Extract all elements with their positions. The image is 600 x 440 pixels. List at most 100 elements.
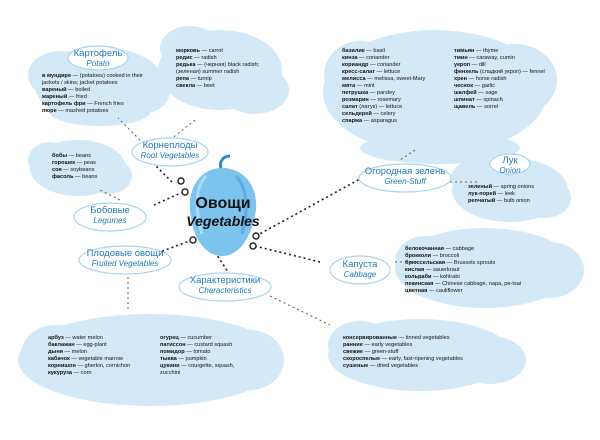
term: арбуз	[48, 335, 64, 341]
translation: — spring onions	[492, 184, 534, 190]
term: спаржа	[342, 118, 363, 124]
branch-potato-title: Картофель Potato	[70, 49, 126, 69]
list-item: редька — (черная) black radish;	[176, 62, 259, 69]
translation: — broccoli	[431, 253, 460, 259]
translation: jackets / skins; jacket potatoes	[42, 80, 118, 86]
cloud-fruited-list	[18, 314, 284, 406]
list-item: картофель фри — French fries	[42, 101, 143, 108]
label-cloud-potato	[67, 45, 129, 71]
term: помидор	[160, 349, 185, 355]
term: кукуруза	[48, 370, 72, 376]
translation: — gherkin, cornichon	[75, 363, 131, 369]
arrow-to-characteristics	[214, 251, 229, 273]
list-item: пекинская — Chinese cabbage, napa, pe-ts…	[405, 281, 521, 288]
list-item: цукини — courgette, squash,	[160, 363, 234, 370]
branch-potato-en: Potato	[86, 59, 110, 68]
branch-legumes-ru: Бобовые	[90, 205, 130, 216]
branch-fruited-title: Плодовые овощи Fruited Vegetables	[79, 249, 171, 269]
term: свежие	[343, 349, 364, 355]
hub-title-en: Vegetables	[186, 213, 260, 229]
translation: — (potatoes) cooked in their	[71, 73, 143, 79]
translation: — coriander	[368, 62, 401, 68]
translation: — rosemary	[368, 97, 401, 103]
term: салат	[342, 104, 358, 110]
term: репа	[176, 76, 190, 82]
list-item: шпинат — spinach	[454, 97, 545, 104]
term: горошек	[52, 160, 76, 166]
list-item: вареный — boiled	[42, 87, 143, 94]
list-item: жареный — fried	[42, 94, 143, 101]
translation: — courgette, squash,	[179, 363, 235, 369]
branch-greenstuff-en: Green-Stuff	[384, 177, 426, 186]
list-item: сельдерей — celery	[342, 111, 425, 118]
term: корнишон	[48, 363, 76, 369]
translation: (зеленая) summer radish	[176, 69, 240, 75]
cloud-root-list	[158, 26, 289, 114]
term: скороспелые	[343, 356, 381, 362]
translation: — spinach	[474, 97, 503, 103]
translation: — early vegetables	[362, 342, 413, 348]
term: фасоль	[52, 174, 74, 180]
hub-title-ru: Овощи	[195, 195, 251, 212]
term: редис	[176, 55, 193, 61]
term: картофель фри	[42, 101, 86, 107]
term: шпинат	[454, 97, 475, 103]
term: цветная	[405, 288, 428, 294]
translation: — sorrel	[475, 104, 499, 110]
list-item: репа — turnip	[176, 76, 259, 83]
term: розмарин	[342, 97, 369, 103]
translation: — carrot	[199, 48, 223, 54]
term: огурец	[160, 335, 179, 341]
cloud-onion-list	[451, 158, 571, 222]
branch-fruited-ru: Плодовые овощи	[86, 248, 164, 259]
label-cloud-legumes	[73, 202, 147, 232]
term: базилик	[342, 48, 365, 54]
list-item: кинза — coriander	[342, 55, 425, 62]
list-item: кресс-салат — lettuce	[342, 69, 425, 76]
term: свекла	[176, 83, 196, 89]
translation: — asparagus	[362, 118, 397, 124]
term: брокколи	[405, 253, 432, 259]
term: петрушка	[342, 90, 369, 96]
term: кислая	[405, 267, 425, 273]
term: белокочанная	[405, 246, 444, 252]
branch-cabbage-en: Cabbage	[343, 270, 377, 279]
term: мелисса	[342, 76, 366, 82]
translation: — caraway, cumin	[467, 55, 515, 61]
cloud-greenstuff-list	[323, 30, 557, 164]
branch-characteristics-title: Характеристики Characteristics	[179, 276, 271, 296]
list-item: в мундире — (potatoes) cooked in their	[42, 73, 143, 80]
arrow-root-to-list	[169, 119, 196, 141]
term: щавель	[454, 104, 476, 110]
term: вареный	[42, 87, 67, 93]
cloud-legumes-list	[28, 140, 132, 196]
list-item: розмарин — rosemary	[342, 97, 425, 104]
arrow-root-to-potato	[117, 117, 141, 141]
translation: — beans	[73, 174, 98, 180]
term: брюссельская	[405, 260, 446, 266]
list-item: пюре — mashed potatoes	[42, 108, 143, 115]
list-item: белокочанная — cabbage	[405, 246, 521, 253]
list-item: шалфей — sage	[454, 90, 545, 97]
translation: — beans	[67, 153, 92, 159]
translation: — soybeans	[61, 167, 95, 173]
term: редька	[176, 62, 196, 68]
branch-characteristics-ru: Характеристики	[189, 275, 261, 286]
translation: — dill	[470, 62, 486, 68]
cloud-potato	[28, 47, 170, 126]
arrow-characteristics-to-list	[269, 295, 331, 326]
list-item: мелисса — melissa, sweet-Mary	[342, 76, 425, 83]
translation: — Chinese cabbage, napa, pe-tsai	[433, 281, 522, 287]
branch-greenstuff-ru: Огородная зелень	[364, 166, 446, 177]
list-item: салат (латук) — lettuce	[342, 104, 425, 111]
branch-cabbage-ru: Капуста	[342, 259, 378, 270]
translation: — fried	[67, 94, 87, 100]
list-item: арбуз — water melon	[48, 335, 130, 342]
translation: — pumpkin	[176, 356, 207, 362]
translation: — French fries	[85, 101, 124, 107]
list-item: баклажан — egg-plant	[48, 342, 130, 349]
